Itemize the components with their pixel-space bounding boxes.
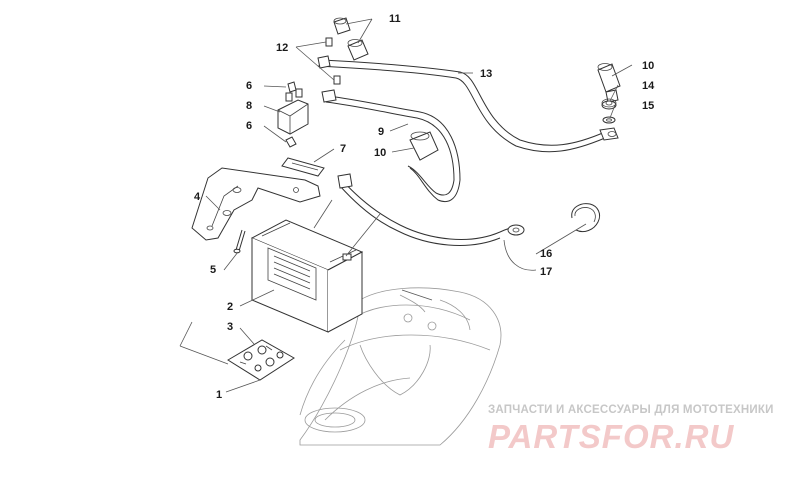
battery-bracket [191, 167, 321, 241]
callout-10-right: 10 [642, 60, 654, 72]
watermark-logo: PARTSFOR.RU [488, 418, 735, 455]
main-positive-cable [317, 55, 619, 153]
callout-15: 15 [642, 100, 654, 112]
fuse-holder [277, 88, 309, 135]
callout-13: 13 [480, 68, 492, 80]
callout-6-lower: 6 [246, 120, 252, 132]
callout-1: 1 [216, 389, 222, 401]
terminal-nut [601, 98, 617, 110]
callout-5: 5 [210, 264, 216, 276]
fuse-lower [285, 136, 297, 148]
terminal-washer [602, 116, 616, 124]
callout-2: 2 [227, 301, 233, 313]
battery [250, 219, 364, 333]
terminal-bolt-lower [333, 75, 341, 85]
negative-cable [337, 173, 525, 246]
callout-4: 4 [194, 191, 201, 203]
callout-7: 7 [340, 143, 346, 155]
cable-boot-right [597, 63, 621, 103]
callout-11: 11 [389, 13, 401, 25]
callout-14: 14 [642, 80, 655, 92]
callout-16: 16 [540, 248, 552, 260]
callout-3: 3 [227, 321, 233, 333]
callout-6-upper: 6 [246, 80, 252, 92]
fuse-upper [287, 81, 297, 93]
terminal-bolt-upper [325, 37, 333, 47]
terminal-kit [227, 339, 295, 381]
positive-lead-cable [321, 89, 461, 203]
terminal-cover-right [347, 39, 369, 61]
cable-clamp-ring [571, 203, 601, 233]
callout-9: 9 [378, 126, 384, 138]
screw [233, 229, 246, 254]
callout-17: 17 [540, 266, 552, 278]
callout-8: 8 [246, 100, 252, 112]
terminal-cover-left [333, 17, 351, 35]
callout-10-center: 10 [374, 147, 386, 159]
leader-lines [179, 18, 633, 393]
cable-boot-center [409, 131, 439, 161]
rubber-strip [281, 157, 325, 177]
callout-12: 12 [276, 42, 288, 54]
watermark-tagline: ЗАПЧАСТИ И АКСЕССУАРЫ ДЛЯ МОТОТЕХНИКИ [488, 404, 774, 416]
